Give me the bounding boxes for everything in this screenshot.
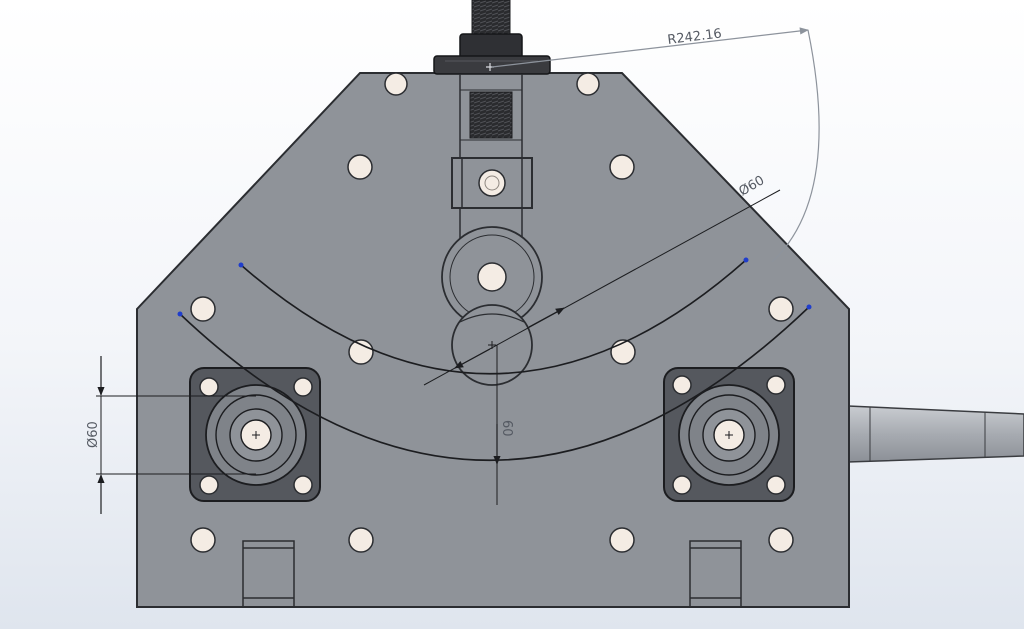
bolt bbox=[190, 296, 216, 322]
bolt bbox=[768, 296, 794, 322]
work-roller bbox=[451, 304, 533, 386]
curve-endpoint bbox=[238, 262, 244, 268]
plate-bolts bbox=[190, 72, 794, 553]
left-bottom-slot bbox=[242, 540, 295, 608]
bolt bbox=[190, 527, 216, 553]
bolt bbox=[576, 72, 600, 96]
left-diameter-dimension: Ø60 bbox=[86, 356, 256, 514]
bolt bbox=[348, 527, 374, 553]
left-bearing-housing bbox=[189, 367, 321, 502]
curve-endpoint bbox=[806, 304, 812, 310]
bolt bbox=[199, 475, 219, 495]
bolt bbox=[293, 377, 313, 397]
curve-endpoints bbox=[177, 257, 812, 317]
bolt bbox=[293, 475, 313, 495]
curve-endpoint bbox=[177, 311, 183, 317]
vertical-dimension: 60 bbox=[493, 345, 514, 505]
lead-screw bbox=[433, 0, 551, 75]
bolt bbox=[766, 475, 786, 495]
inner-bend-curve bbox=[240, 259, 747, 375]
bolt bbox=[768, 527, 794, 553]
bolt bbox=[347, 154, 373, 180]
vertical-label: 60 bbox=[499, 420, 514, 437]
top-roller bbox=[441, 226, 543, 328]
bolt bbox=[609, 154, 635, 180]
bolt bbox=[348, 339, 374, 365]
outer-bend-curve bbox=[179, 306, 810, 461]
bolt bbox=[672, 475, 692, 495]
curve-endpoint bbox=[743, 257, 749, 263]
bolt bbox=[609, 527, 635, 553]
bolt bbox=[384, 72, 408, 96]
right-bearing-housing bbox=[663, 367, 795, 502]
right-bottom-slot bbox=[689, 540, 742, 608]
bolt bbox=[766, 375, 786, 395]
bolt bbox=[672, 375, 692, 395]
radius-label: R242.16 bbox=[667, 26, 723, 48]
guide-slot bbox=[459, 74, 523, 160]
bolt bbox=[199, 377, 219, 397]
radius-dimension: R242.16 bbox=[491, 26, 820, 263]
side-shaft bbox=[847, 405, 1024, 463]
slider-block bbox=[451, 157, 533, 258]
left-diameter-label: Ø60 bbox=[86, 421, 101, 448]
